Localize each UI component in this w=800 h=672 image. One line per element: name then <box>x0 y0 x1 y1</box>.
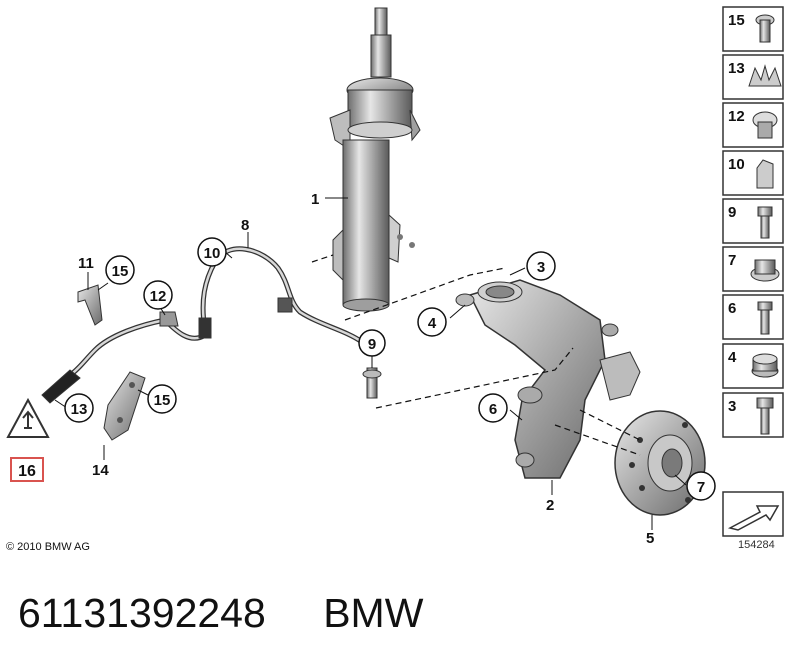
wheel-hub <box>614 410 706 516</box>
legend-number: 3 <box>728 398 736 415</box>
esd-warning-icon <box>6 397 50 438</box>
legend-number: 6 <box>728 300 736 317</box>
assembly-lines <box>311 254 641 456</box>
legend-item-4: 4 <box>722 343 784 389</box>
callout-8: 8 <box>241 217 249 234</box>
legend-number: 12 <box>728 108 745 125</box>
callout-7: 7 <box>697 479 705 496</box>
callout-5: 5 <box>646 530 654 547</box>
copyright-text: © 2010 BMW AG <box>6 541 90 553</box>
callout-15-bottom: 15 <box>154 392 171 409</box>
circled-callout-labels: 10 15 12 9 3 4 6 7 13 15 <box>71 245 706 496</box>
hex-nut-icon <box>751 353 779 378</box>
plain-callouts: 1 8 11 14 2 5 <box>78 191 654 547</box>
callout-4: 4 <box>428 315 437 332</box>
callout-15-top: 15 <box>112 263 129 280</box>
bracket-11 <box>77 284 103 326</box>
brand-name: BMW <box>323 590 424 636</box>
legend-number: 4 <box>728 349 737 366</box>
diagram-number: 154284 <box>738 539 775 551</box>
legend-item-13: 13 <box>722 54 784 100</box>
cable-holder-icon <box>756 159 774 189</box>
hex-socket-screw-icon <box>757 206 773 239</box>
callout-12: 12 <box>150 288 167 305</box>
legend-item-9: 9 <box>722 198 784 244</box>
callout-10: 10 <box>204 245 221 262</box>
clip-icon <box>748 64 782 87</box>
steering-knuckle <box>455 279 641 479</box>
part-caption: 61131392248 BMW <box>18 590 423 637</box>
bolt-icon <box>757 301 773 335</box>
legend-item-7: 7 <box>722 246 784 292</box>
highlight-box <box>10 457 44 482</box>
callout-16: 16 <box>18 463 36 480</box>
strut-assembly <box>329 7 421 312</box>
callout-9: 9 <box>368 336 376 353</box>
torx-bolt-icon <box>755 14 775 43</box>
grommet-clip-icon <box>752 111 778 139</box>
parts-legend: 15 13 12 10 9 7 6 4 3 <box>722 6 784 438</box>
legend-number: 9 <box>728 204 736 221</box>
callout-14: 14 <box>92 462 109 479</box>
hex-bolt-icon <box>756 397 774 435</box>
legend-item-15: 15 <box>722 6 784 52</box>
callout-1: 1 <box>311 191 319 208</box>
legend-number: 7 <box>728 252 736 269</box>
callout-13: 13 <box>71 401 88 418</box>
legend-number: 15 <box>728 12 745 29</box>
callout-6: 6 <box>489 401 497 418</box>
legend-item-12: 12 <box>722 102 784 148</box>
sensor-cable <box>41 246 364 404</box>
legend-item-6: 6 <box>722 294 784 340</box>
legend-number: 10 <box>728 156 745 173</box>
bracket-14 <box>103 371 146 441</box>
legend-number: 13 <box>728 60 745 77</box>
legend-item-3: 3 <box>722 392 784 438</box>
legend-item-10: 10 <box>722 150 784 196</box>
callout-11: 11 <box>78 255 94 272</box>
callout-3: 3 <box>537 259 545 276</box>
part-number: 61131392248 <box>18 590 266 636</box>
leader-lines <box>54 197 687 530</box>
collar-nut-icon <box>750 259 780 282</box>
callout-2: 2 <box>546 497 554 514</box>
diagram-arrow-box <box>722 491 784 537</box>
circled-callouts <box>64 237 716 501</box>
wheel-speed-sensor <box>362 367 382 399</box>
